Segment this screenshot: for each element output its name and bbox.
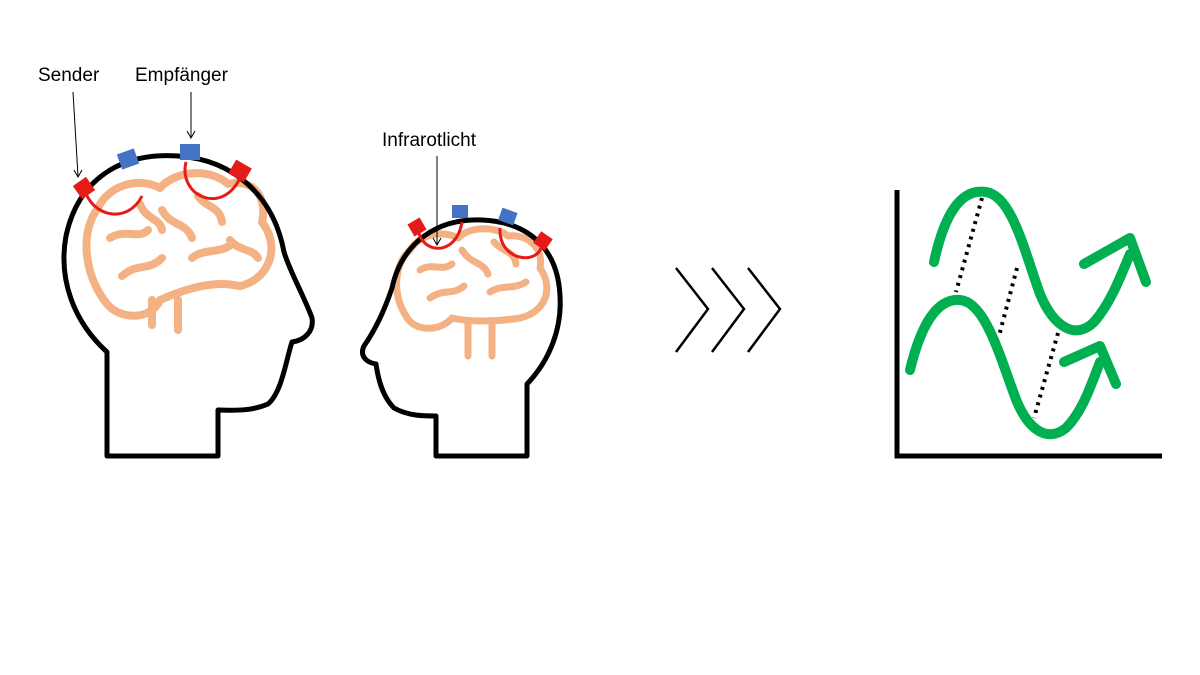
left-light-path-1	[82, 187, 144, 216]
left-sender-optode-icon	[72, 176, 96, 200]
right-sender-optode-icon	[407, 217, 427, 237]
left-brain-icon	[82, 169, 276, 334]
right-head-outline	[360, 217, 563, 459]
right-light-path-1	[416, 221, 464, 250]
graph-axes	[894, 190, 1162, 459]
sender-label: Sender	[38, 65, 100, 86]
upper-signal-wave-icon	[929, 186, 1151, 336]
right-brain-icon	[393, 225, 551, 360]
synchrony-links	[954, 197, 1060, 419]
left-head-outline	[61, 153, 315, 459]
left-head	[61, 91, 315, 459]
right-receiver-optode-icon-1	[452, 205, 468, 218]
left-sender-optode-icon-2	[228, 159, 252, 183]
infrared-light-label: Infrarotlicht	[382, 130, 477, 151]
right-head	[360, 156, 563, 459]
right-light-path-2	[498, 227, 544, 260]
triple-chevron-right-icon	[674, 267, 782, 353]
sender-pointer-arrow	[72, 91, 83, 179]
left-light-path-2	[183, 161, 242, 200]
synchrony-signal-graph	[894, 186, 1162, 459]
lower-signal-wave-icon	[905, 294, 1121, 440]
right-sender-optode-icon-2	[533, 231, 553, 251]
right-receiver-optode-icon-2	[498, 207, 518, 226]
left-receiver-optode-icon-2	[180, 144, 200, 160]
receiver-pointer-arrow	[186, 92, 196, 140]
left-receiver-optode-icon-1	[116, 148, 140, 170]
infrared-pointer-arrow	[432, 156, 442, 247]
receiver-label: Empfänger	[135, 65, 229, 86]
